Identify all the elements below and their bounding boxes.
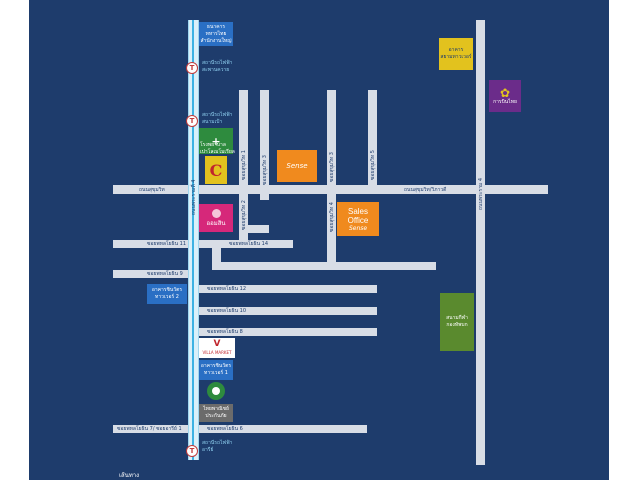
sense-logo: Sense [286,161,308,170]
road-soi-1 [239,90,248,240]
army-stadium: สนามกีฬา กองทัพบก [440,293,474,351]
sales-office-title: Sales Office [347,206,369,225]
sales-office-brand: Sense [348,224,368,232]
label-soi-4: ซอยสุขุมวิท 4 [329,202,335,232]
road-soi-11 [113,240,293,248]
sales-office: Sales Office Sense [337,202,379,236]
label-soi-3: ซอยสุขุมวิท 3 [262,155,268,185]
kbank-leaf-icon [212,387,220,395]
hospital: + [199,128,233,154]
label-sukhumvit-right: ถนนสุขุมวิท/วิภาวดี [404,187,447,193]
shinawatra-tower-2: อาคารชินวัตร ทาวเวอร์ 2 [147,284,187,304]
label-soi-5: ซอยสุขุมวิท 5 [370,150,376,180]
road-soi-5 [368,90,377,185]
road-sukhumvit [113,185,548,194]
road-soi-2-bend [239,225,269,233]
cross-icon: + [211,134,221,148]
villa-market-icon: V [213,339,221,349]
label-soi-12: ซอยพหลโยธิน 12 [207,286,247,292]
bts-rail-line [188,20,199,460]
siam-tower: อาคาร สยามทาวเวอร์ [439,38,473,70]
label-soi-14: ซอยพหลโยธิน 14 [229,241,269,247]
label-ratchadaphisek: ถนนพระราม 4 [478,177,484,210]
hospital-label: โรงพยาบาล เปาโลเมโมเรียล [200,142,235,155]
road-soi-14-connector [212,246,221,270]
road-soi-12 [197,285,377,293]
road-soi-6 [197,425,367,433]
bottom-caption: เส้นทาง [119,472,140,479]
label-soi-3b: ซอยสุขุมวิท 3 [329,152,335,182]
road-soi-8 [197,328,377,336]
label-soi-7: ซอยพหลโยธิน 7/ ซอยอารีย์ 1 [117,426,182,432]
station-mid-icon: T [186,115,198,127]
thai-airways-label: การบินไทย [493,98,517,105]
road-ratchadaphisek [476,20,485,465]
bts-rail-track [192,20,194,460]
label-soi-9: ซอยพหลโยธิน 9 [147,271,183,277]
station-top-icon: T [186,62,198,74]
aomsin-bank: ออมสิน [199,204,233,232]
sense-project: Sense [277,150,317,182]
villa-market: V VILLA MARKET [199,338,235,358]
label-sukhumvit-left: ถนนสุขุมวิท [139,187,165,193]
station-bottom-icon: T [186,445,198,457]
road-soi-10 [197,307,377,315]
villa-market-label: VILLA MARKET [202,350,232,355]
road-soi-14 [212,262,436,270]
big-c-mark: C [209,160,223,180]
thai-airways: ✿ การบินไทย [489,80,521,112]
road-soi-7 [113,425,197,433]
map-panel: ถนนสุขุมวิท ถนนสุขุมวิท/วิภาวดี ถนนพระรา… [29,0,609,480]
road-soi-3 [327,90,336,270]
big-c-logo: C [205,156,227,184]
label-soi-10: ซอยพหลโยธิน 10 [207,308,247,314]
road-soi-9 [113,270,197,278]
label-soi-1: ซอยสุขุมวิท 1 [241,150,247,180]
label-rama4: ถนนพระรามที่ 4 [191,179,197,215]
station-bottom-label: สถานีรถไฟฟ้า อารีย์ [202,440,233,453]
station-mid-label: สถานีรถไฟฟ้า สนามเป้า [202,112,233,125]
shinawatra-tower-1: อาคารชินวัตร ทาวเวอร์ 1 [199,360,233,380]
road-soi-2 [260,90,269,200]
kbank-logo [207,382,225,400]
label-soi-8: ซอยพหลโยธิน 8 [207,329,243,335]
kbank-branch: ไทยพาณิชย์ ประกันภัย [199,404,233,422]
station-top-label: สถานีรถไฟฟ้า สะพานควาย [202,60,233,73]
label-soi-6: ซอยพหลโยธิน 6 [207,426,243,432]
label-soi-2: ซอยสุขุมวิท 2 [241,200,247,230]
thai-airways-icon: ✿ [499,85,511,100]
aomsin-icon [211,209,221,218]
thai-military-bank: ธนาคาร ทหารไทย สำนักงานใหญ่ [199,22,233,46]
aomsin-label: ออมสิน [206,220,226,227]
label-soi-11: ซอยพหลโยธิน 11 [147,241,187,247]
